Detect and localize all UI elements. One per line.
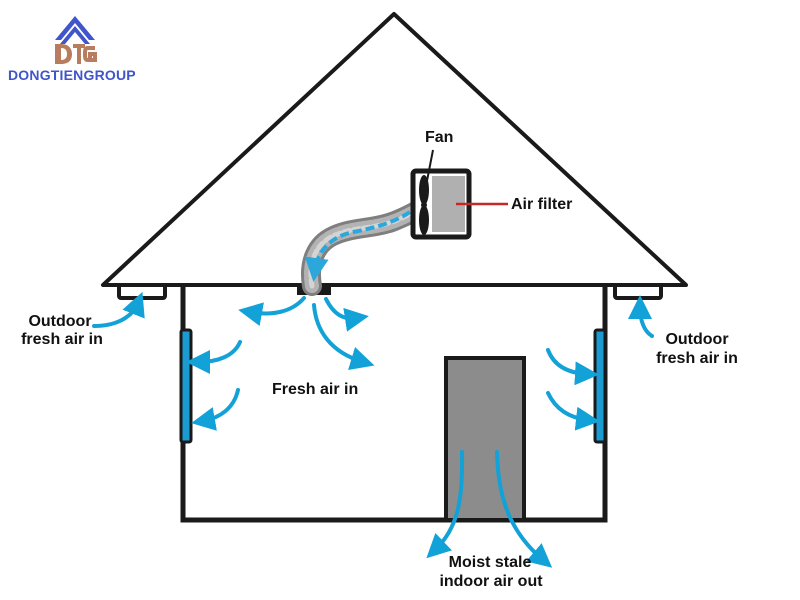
- airflow-arrows: [92, 291, 654, 568]
- outdoor-air-right-label-line2: fresh air in: [656, 350, 738, 367]
- moist-air-label-line1: Moist stale: [449, 554, 532, 571]
- airflow-arrow: [495, 450, 553, 568]
- airflow-arrow: [628, 295, 654, 338]
- airflow-arrow: [92, 291, 145, 328]
- logo-text: DONGTIENGROUP: [8, 67, 136, 83]
- company-logo: DONGTIENGROUP: [8, 16, 136, 83]
- labels: Fan Air filter Outdoor fresh air in Outd…: [21, 129, 738, 590]
- fan-label: Fan: [425, 129, 453, 146]
- airflow-arrow: [324, 297, 369, 332]
- outdoor-air-left-label-line2: fresh air in: [21, 331, 103, 348]
- door: [444, 356, 526, 522]
- soffit-vent-right: [613, 283, 663, 300]
- fresh-air-in-label: Fresh air in: [272, 381, 358, 398]
- ventilation-unit: [301, 149, 508, 296]
- airflow-arrow: [191, 388, 240, 431]
- airflow-arrow: [426, 450, 465, 559]
- air-filter-label: Air filter: [511, 196, 572, 213]
- fan-pointer: [425, 149, 434, 187]
- outdoor-air-right-label-line1: Outdoor: [665, 331, 728, 348]
- airflow-arrow: [186, 340, 242, 374]
- house-walls: [180, 285, 608, 523]
- airflow-arrow: [312, 303, 375, 370]
- window-right: [593, 328, 607, 444]
- soffit-vent-left: [117, 283, 167, 300]
- house: [101, 12, 688, 523]
- airflow-arrow: [238, 296, 306, 326]
- roof: [101, 12, 688, 287]
- window-left: [179, 328, 193, 444]
- airflow-arrow: [546, 348, 599, 386]
- outdoor-air-left-label-line1: Outdoor: [28, 313, 91, 330]
- dtg-monogram-logo: [55, 16, 97, 64]
- moist-air-label-line2: indoor air out: [439, 573, 543, 590]
- airflow-arrow: [546, 391, 600, 431]
- duct-airflow-arrow: [304, 210, 412, 282]
